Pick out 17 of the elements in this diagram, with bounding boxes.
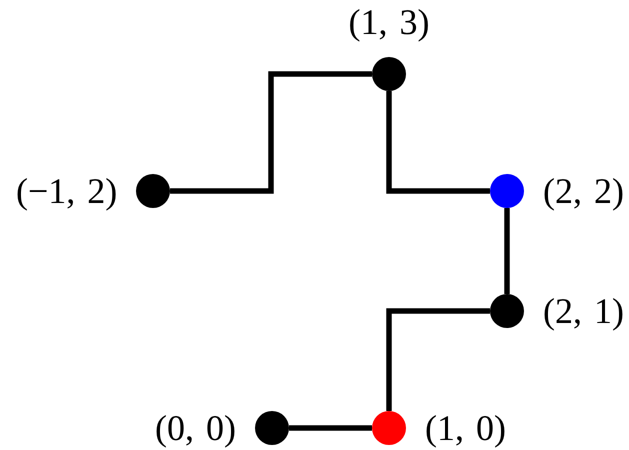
connector-line [386,308,490,411]
connector-line [170,71,372,194]
point-dot [490,294,524,328]
coordinate-label: (2, 2) [543,173,624,209]
coordinate-label: (1, 3) [348,4,430,40]
point-dot [490,174,524,208]
point-dot [372,411,406,445]
coordinate-label: (0, 0) [155,410,236,446]
connector-line [289,425,372,431]
connector-line [504,208,510,294]
connector-line [386,91,490,194]
point-dot [136,174,170,208]
coordinate-label: (1, 0) [425,410,506,446]
coordinate-label: (−1, 2) [16,173,118,209]
coordinate-label: (2, 1) [543,293,624,329]
point-dot [372,57,406,91]
point-dot [255,411,289,445]
